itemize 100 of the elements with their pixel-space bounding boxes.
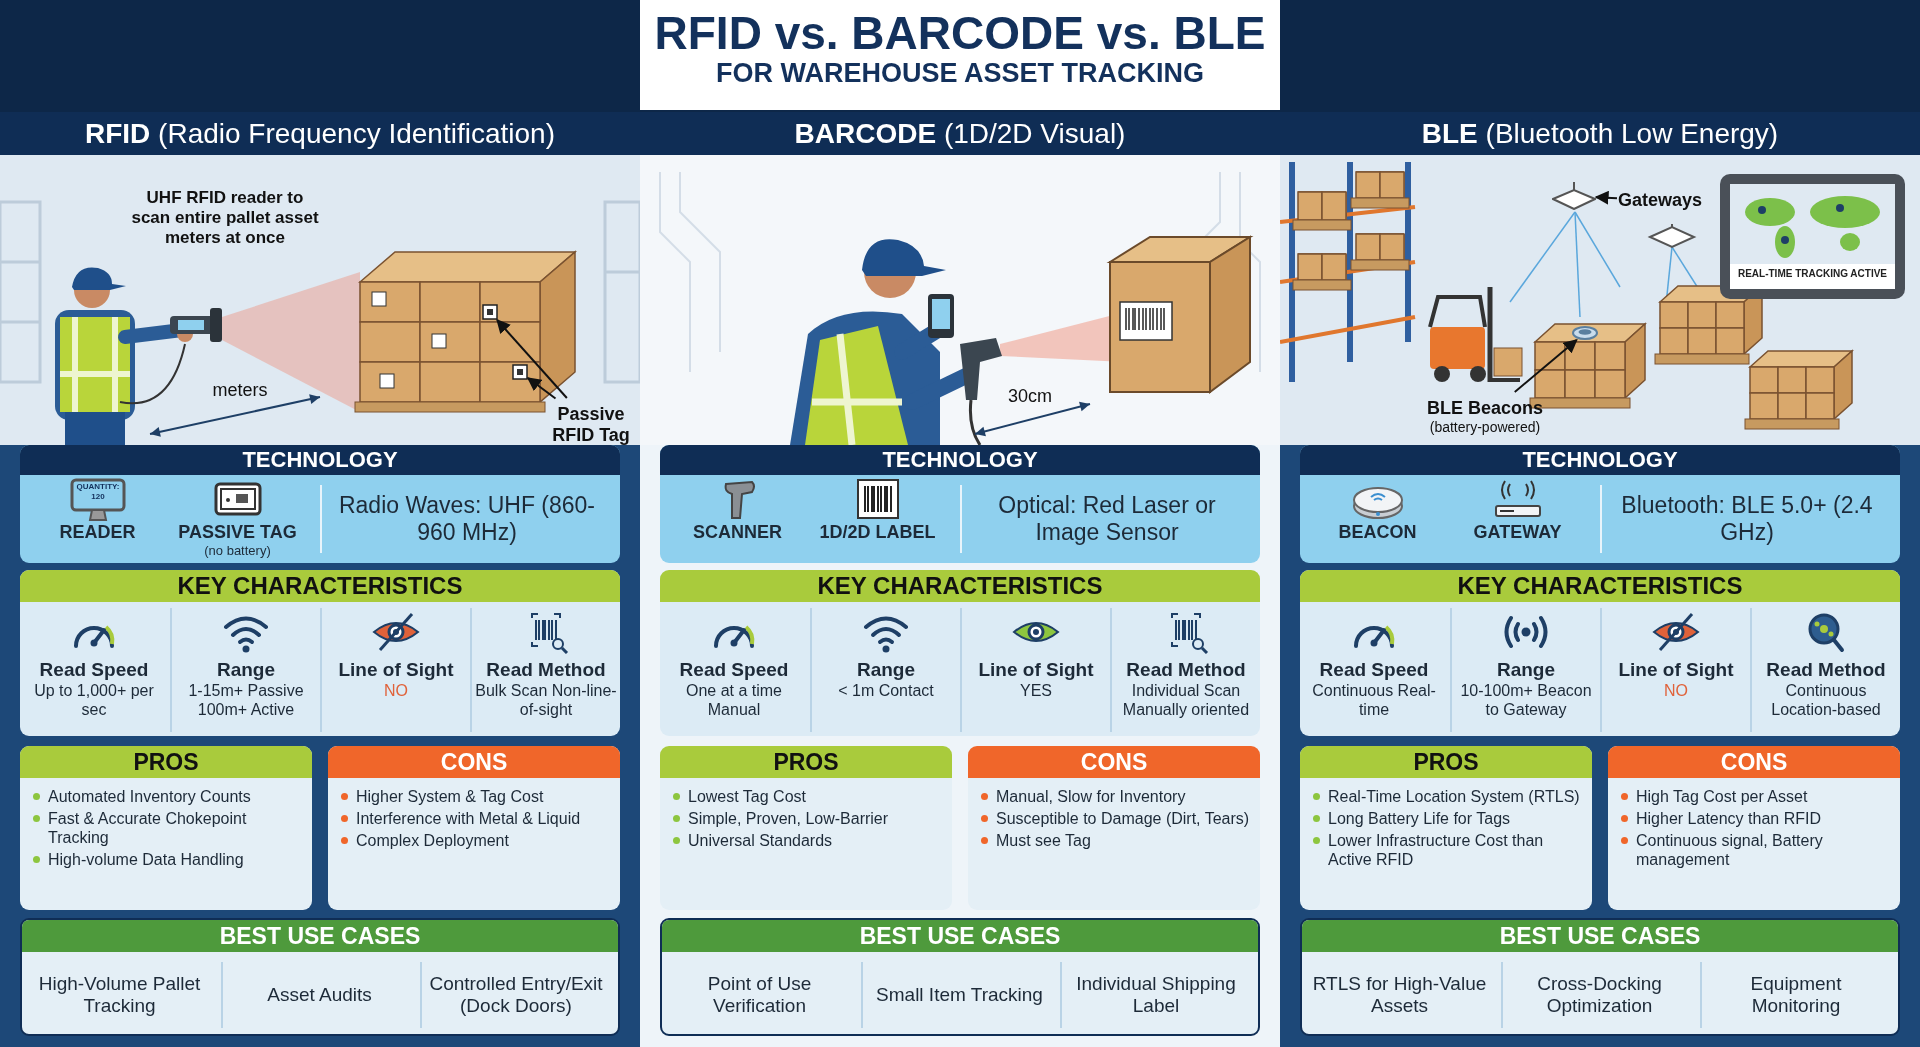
technology-description: Bluetooth: BLE 5.0+ (2.4 GHz) xyxy=(1600,485,1892,553)
callout-note: (battery-powered) xyxy=(1428,419,1542,436)
list-item: Higher Latency than RFID xyxy=(1616,809,1892,828)
rfid-tag xyxy=(482,304,498,320)
characteristic-value: 1-15m+ Passive 100m+ Active xyxy=(187,681,305,719)
technology-description: Optical: Red Laser or Image Sensor xyxy=(960,485,1252,553)
column-heading: BARCODE (1D/2D Visual) xyxy=(640,112,1280,155)
item-label: 1D/2D LABEL xyxy=(818,522,937,543)
use-case: RTLS for High-Value Assets xyxy=(1302,962,1497,1028)
technology-description: Radio Waves: UHF (860-960 MHz) xyxy=(320,485,612,553)
characteristics-panel xyxy=(1300,570,1900,736)
use-case: Small Item Tracking xyxy=(861,962,1056,1028)
list-item: Interference with Metal & Liquid xyxy=(336,809,612,828)
dimension-label: 30cm xyxy=(1007,386,1053,407)
title: RFID vs. BARCODE vs. BLE xyxy=(653,6,1267,60)
characteristic-name: Read Method xyxy=(1765,658,1887,681)
item-label: PASSIVE TAG xyxy=(177,522,298,543)
panel-heading: CONS xyxy=(1608,746,1900,778)
panel-heading: PROS xyxy=(20,746,312,778)
characteristic-name: Line of Sight xyxy=(977,658,1095,681)
panel-heading: BEST USE CASES xyxy=(662,920,1258,952)
use-case: High-Volume Pallet Tracking xyxy=(22,962,217,1028)
characteristic-value: Continuous Real-time xyxy=(1311,681,1437,719)
characteristic-name: Line of Sight xyxy=(1617,658,1735,681)
use-case: Individual Shipping Label xyxy=(1060,962,1250,1028)
list-item: Long Battery Life for Tags xyxy=(1308,809,1584,828)
subtitle: FOR WAREHOUSE ASSET TRACKING xyxy=(715,58,1205,89)
panel-heading: BEST USE CASES xyxy=(1302,920,1898,952)
screen-text: QUANTITY: 120 xyxy=(75,482,121,502)
characteristics-panel xyxy=(660,570,1260,736)
use-case: Controlled Entry/Exit (Dock Doors) xyxy=(420,962,610,1028)
column-heading: BLE (Bluetooth Low Energy) xyxy=(1280,112,1920,155)
technology-panel xyxy=(20,445,620,563)
characteristic-name: Read Speed xyxy=(678,658,790,681)
panel-heading: CONS xyxy=(968,746,1260,778)
list-item: Complex Deployment xyxy=(336,831,612,850)
cons-panel xyxy=(968,746,1260,910)
use-cases-panel xyxy=(1300,918,1900,1036)
list-item: Real-Time Location System (RTLS) xyxy=(1308,787,1584,806)
list-item: Automated Inventory Counts xyxy=(28,787,304,806)
technology-panel xyxy=(1300,445,1900,563)
characteristic-value: One at a time Manual xyxy=(684,681,783,719)
characteristics-panel xyxy=(20,570,620,736)
comparison-column xyxy=(1280,112,1920,1047)
panel-heading: TECHNOLOGY xyxy=(20,445,620,475)
use-cases-panel xyxy=(660,918,1260,1036)
use-case: Cross-Docking Optimization xyxy=(1501,962,1696,1028)
characteristic-value: Individual Scan Manually oriented xyxy=(1121,681,1251,719)
technology-panel xyxy=(660,445,1260,563)
characteristic-name: Line of Sight xyxy=(337,658,455,681)
panel-heading: CONS xyxy=(328,746,620,778)
panel-heading: BEST USE CASES xyxy=(22,920,618,952)
characteristic-value: Continuous Location-based xyxy=(1770,681,1882,719)
characteristic-name: Read Speed xyxy=(1318,658,1430,681)
panel-heading: PROS xyxy=(1300,746,1592,778)
callout-text: BLE Beacons xyxy=(1425,398,1544,419)
characteristic-value: NO xyxy=(1663,681,1689,700)
characteristic-value: 10-100m+ Beacon to Gateway xyxy=(1459,681,1593,719)
item-label: SCANNER xyxy=(692,522,783,543)
use-case: Equipment Monitoring xyxy=(1700,962,1890,1028)
use-case: Point of Use Verification xyxy=(662,962,857,1028)
characteristic-name: Range xyxy=(855,658,917,681)
leader-arrow xyxy=(1594,190,1618,205)
characteristic-name: Read Method xyxy=(1125,658,1247,681)
dimension-label: meters xyxy=(211,380,269,401)
list-item: Lowest Tag Cost xyxy=(668,787,944,806)
panel-heading: TECHNOLOGY xyxy=(660,445,1260,475)
leader-arrow xyxy=(526,376,557,400)
callout-text: Passive RFID Tag xyxy=(551,404,631,446)
item-label: GATEWAY xyxy=(1472,522,1563,543)
list-item: Manual, Slow for Inventory xyxy=(976,787,1252,806)
use-case: Asset Audits xyxy=(221,962,416,1028)
callout-text: Gateways xyxy=(1616,190,1704,211)
list-item: Fast & Accurate Chokepoint Tracking xyxy=(28,809,304,847)
characteristic-name: Range xyxy=(1495,658,1557,681)
comparison-column xyxy=(640,112,1280,1047)
characteristic-value: Bulk Scan Non-line-of-sight xyxy=(474,681,618,719)
list-item: Universal Standards xyxy=(668,831,944,850)
beacon-device xyxy=(1572,326,1598,340)
panel-heading: KEY CHARACTERISTICS xyxy=(1300,570,1900,602)
column-heading: RFID (Radio Frequency Identification) xyxy=(0,112,640,155)
item-note: (no battery) xyxy=(203,543,272,558)
item-label: READER xyxy=(58,522,137,543)
characteristic-name: Read Speed xyxy=(38,658,150,681)
list-item: Lower Infrastructure Cost than Active RFID xyxy=(1308,831,1584,869)
leader-arrow xyxy=(1513,339,1578,393)
characteristic-value: NO xyxy=(383,681,409,700)
panel-heading: KEY CHARACTERISTICS xyxy=(20,570,620,602)
cons-panel xyxy=(1608,746,1900,910)
gateway-device xyxy=(1552,182,1596,210)
leader-arrow xyxy=(496,318,568,399)
pros-panel xyxy=(1300,746,1592,910)
list-item: High-volume Data Handling xyxy=(28,850,304,869)
characteristic-value: YES xyxy=(1019,681,1053,700)
rfid-tag xyxy=(512,364,528,380)
pros-panel xyxy=(660,746,952,910)
screen-text: REAL-TIME TRACKING ACTIVE xyxy=(1736,268,1889,279)
panel-heading: KEY CHARACTERISTICS xyxy=(660,570,1260,602)
characteristic-name: Range xyxy=(215,658,277,681)
list-item: Simple, Proven, Low-Barrier xyxy=(668,809,944,828)
